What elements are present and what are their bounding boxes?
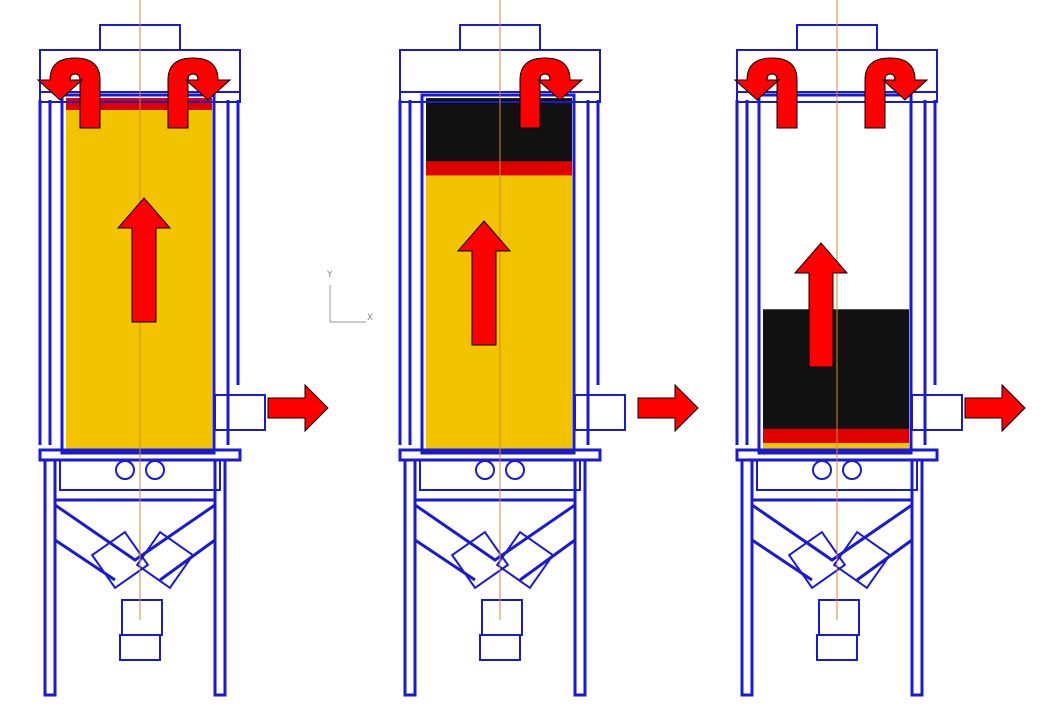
valve: [495, 530, 555, 590]
spent-bed: [763, 309, 909, 429]
top-outlet-arrow-right: [864, 57, 929, 129]
stage-3-vessel: [733, 0, 1026, 697]
side-outlet-nozzle: [911, 394, 963, 431]
side-outlet-nozzle: [214, 394, 266, 431]
y-axis-label: Y: [326, 270, 333, 280]
stage-1-vessel: [36, 0, 329, 697]
leg: [573, 458, 587, 697]
port: [812, 460, 832, 480]
top-outlet-arrow-right: [167, 57, 232, 129]
port: [145, 460, 165, 480]
port: [842, 460, 862, 480]
side-outlet-nozzle: [574, 394, 626, 431]
valve: [787, 530, 847, 590]
leg: [43, 458, 57, 697]
discharge-valve: [121, 599, 163, 636]
discharge-chute: [479, 634, 521, 661]
side-outlet-arrow: [964, 383, 1026, 433]
yellow-bed: [426, 175, 572, 450]
x-axis-label: X: [367, 313, 373, 323]
leg: [213, 458, 227, 697]
discharge-chute: [816, 634, 858, 661]
shell: [757, 93, 913, 455]
side-outlet-arrow: [267, 383, 329, 433]
side-outlet-arrow: [637, 383, 699, 433]
reaction-zone: [426, 161, 572, 176]
top-outlet-arrow-left: [36, 57, 101, 129]
flow-up-arrow: [793, 242, 849, 368]
shell: [420, 93, 576, 455]
flow-up-arrow: [116, 197, 172, 323]
top-outlet-arrow-left: [733, 57, 798, 129]
discharge-valve: [818, 599, 860, 636]
valve: [832, 530, 892, 590]
valve: [90, 530, 150, 590]
cross-braces: [54, 498, 216, 582]
valve: [450, 530, 510, 590]
leg: [403, 458, 417, 697]
port: [115, 460, 135, 480]
leg: [910, 458, 924, 697]
reaction-zone: [763, 428, 909, 443]
discharge-chute: [119, 634, 161, 661]
cross-braces: [751, 498, 913, 582]
valve: [135, 530, 195, 590]
cross-braces: [414, 498, 576, 582]
spent-bed: [426, 98, 572, 162]
yellow-bed: [763, 442, 909, 450]
leg: [740, 458, 754, 697]
stage-2-vessel: [398, 0, 699, 697]
top-outlet-arrow-right: [519, 57, 584, 129]
discharge-valve: [481, 599, 523, 636]
port: [505, 460, 525, 480]
shell: [60, 93, 216, 455]
flow-up-arrow: [456, 220, 512, 346]
port: [475, 460, 495, 480]
axis-indicator: Y X: [326, 270, 373, 323]
